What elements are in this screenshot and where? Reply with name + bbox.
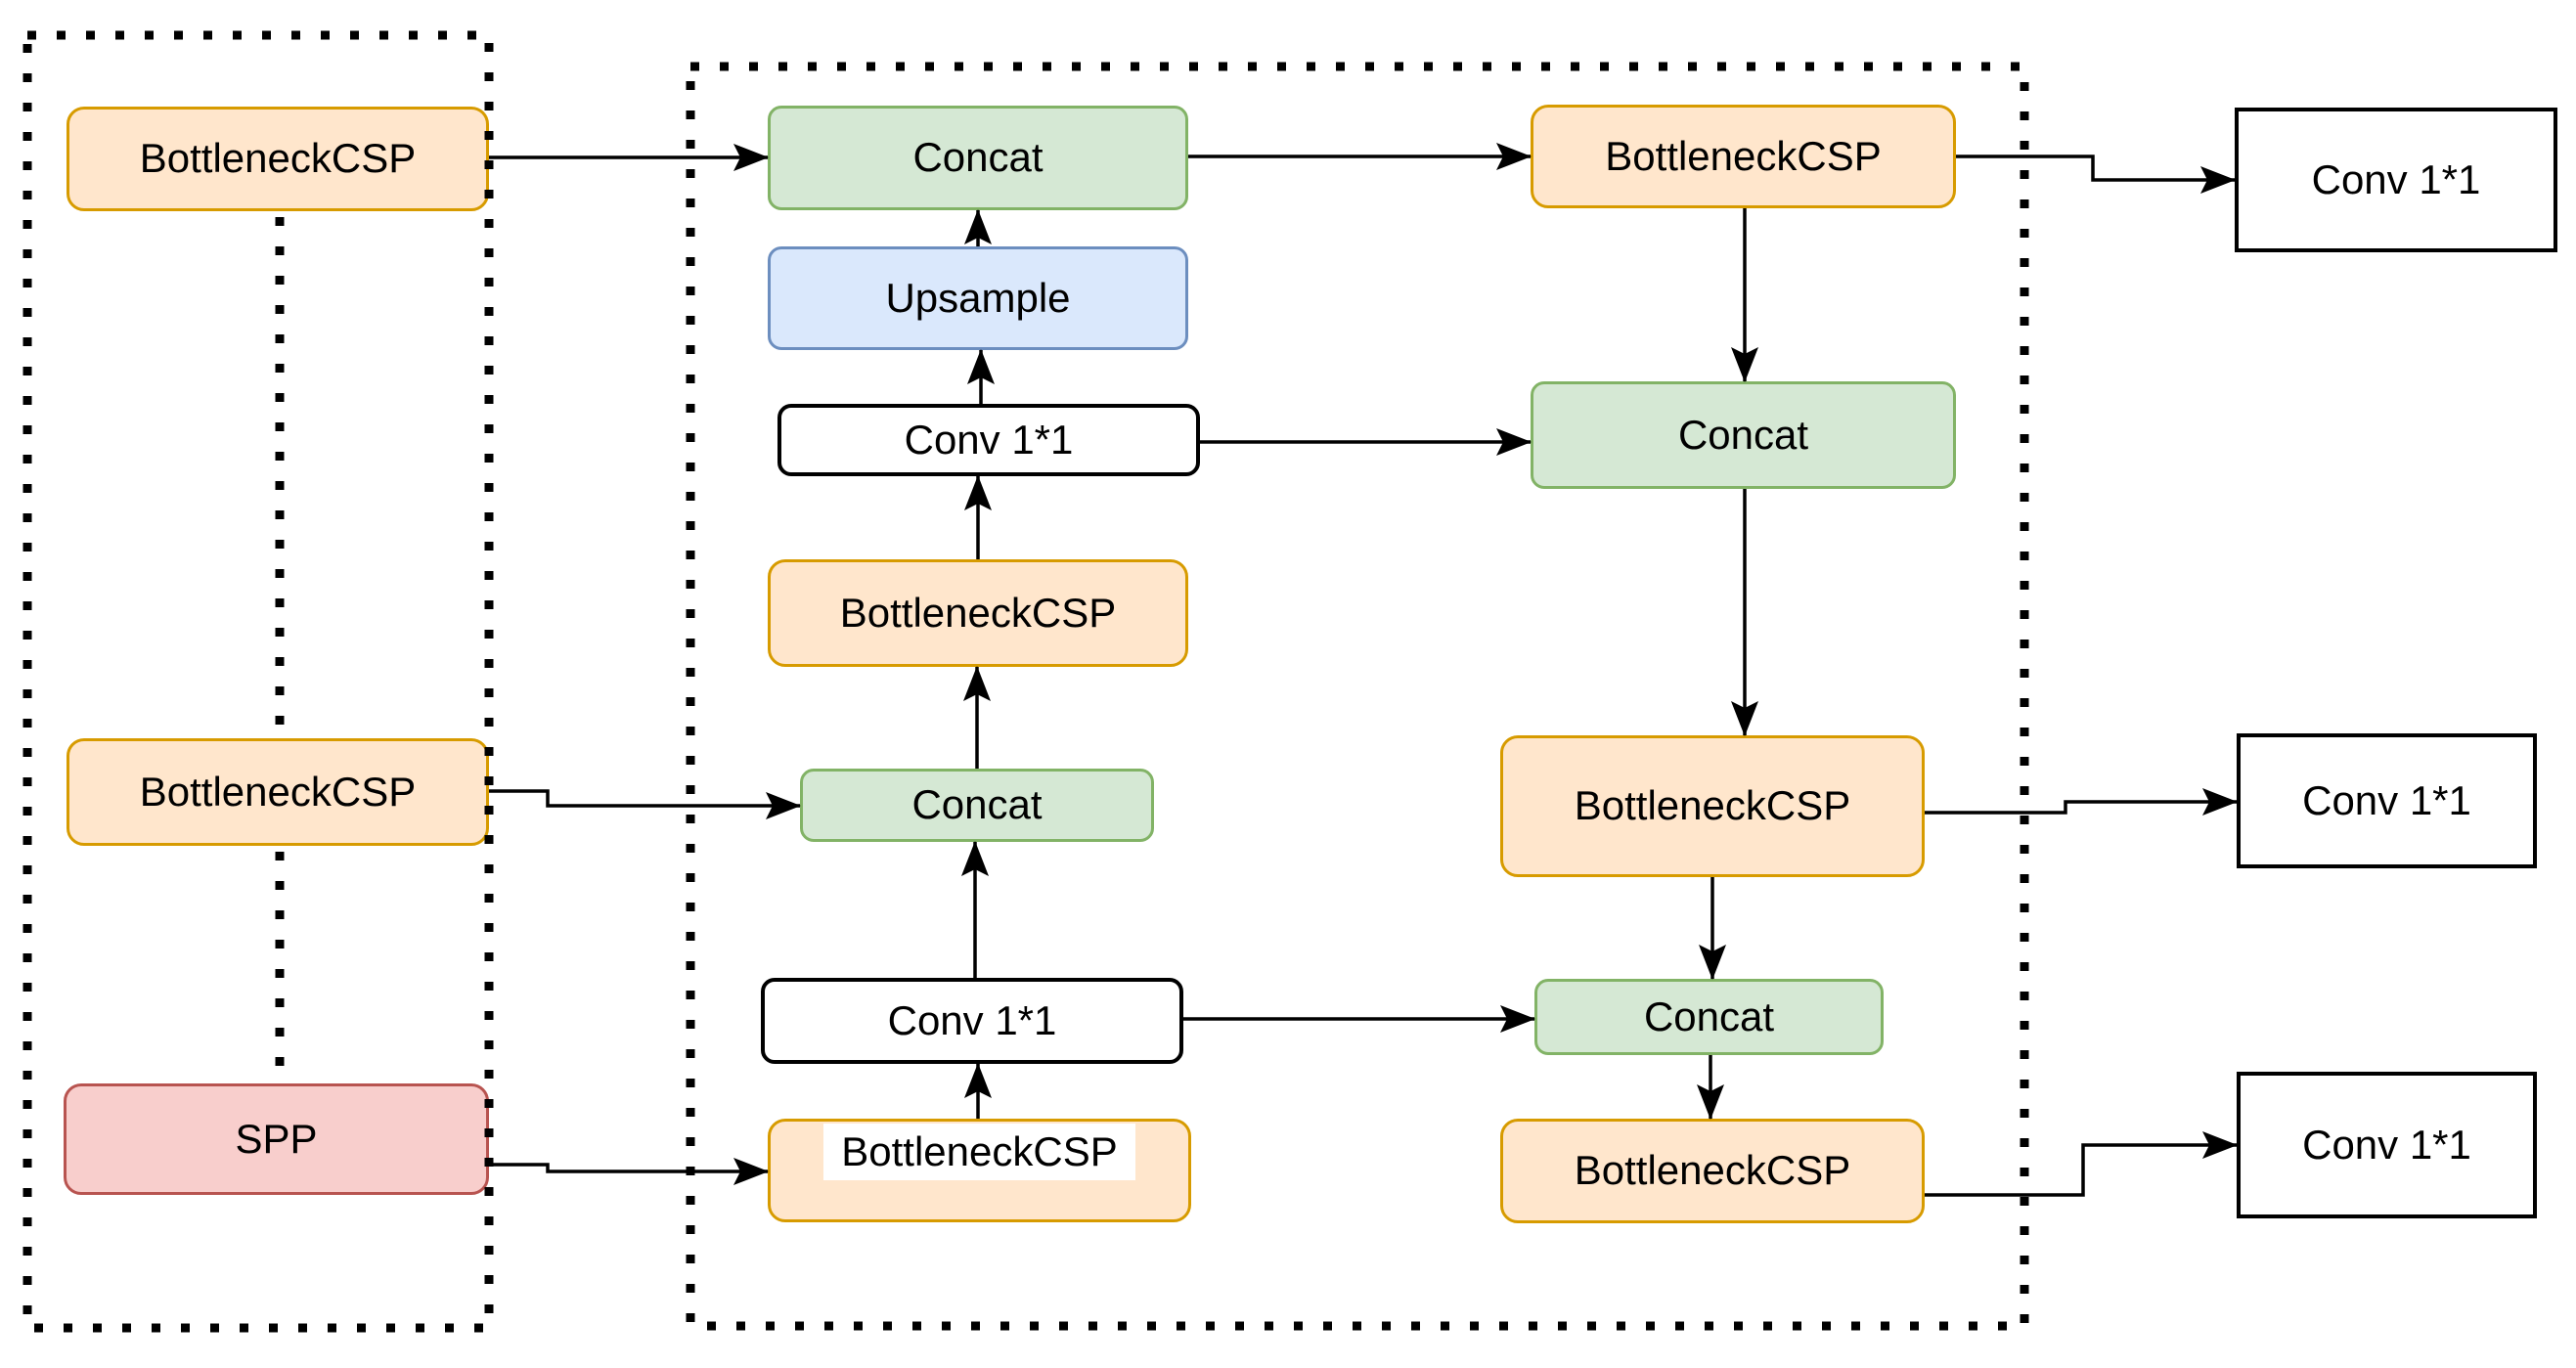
node-label: Concat: [1677, 411, 1809, 458]
output-conv1x1-bottom-node: Conv 1*1: [2237, 1072, 2537, 1218]
head-concat-bottom-node: Concat: [1534, 979, 1884, 1055]
node-label: Conv 1*1: [904, 416, 1074, 463]
node-label: Concat: [1643, 993, 1775, 1039]
node-label: BottleneckCSP: [139, 135, 417, 182]
neck-bottleneckcsp-mid-node: BottleneckCSP: [768, 559, 1188, 667]
node-label: Upsample: [885, 274, 1071, 321]
node-label: BottleneckCSP: [1605, 132, 1882, 179]
edge-head-csp-mid-to-output-mid: [1925, 788, 2238, 816]
head-bottleneckcsp-bottom-node: BottleneckCSP: [1500, 1119, 1925, 1223]
backbone-bottleneckcsp-mid-node: BottleneckCSP: [67, 738, 489, 846]
backbone-spp-node: SPP: [64, 1083, 489, 1195]
neck-conv1x1-lower-node: Conv 1*1: [761, 978, 1183, 1064]
node-label: BottleneckCSP: [839, 589, 1117, 636]
head-bottleneckcsp-top-node: BottleneckCSP: [1531, 105, 1956, 208]
neck-concat-mid-node: Concat: [800, 769, 1154, 842]
edge-head-csp-top-to-output-top: [1956, 154, 2236, 194]
node-label: Concat: [912, 134, 1044, 181]
head-bottleneckcsp-mid-node: BottleneckCSP: [1500, 735, 1925, 877]
node-label: Conv 1*1: [887, 996, 1057, 1043]
neck-conv1x1-upper-node: Conv 1*1: [777, 404, 1200, 476]
node-label: Conv 1*1: [2311, 155, 2481, 202]
node-label: Conv 1*1: [2302, 776, 2471, 823]
node-label: BottleneckCSP: [823, 1124, 1135, 1181]
edge-head-csp-bottom-to-output-bottom: [1925, 1131, 2238, 1197]
node-label: Concat: [911, 781, 1043, 828]
node-label: BottleneckCSP: [139, 768, 417, 815]
neck-upsample-node: Upsample: [768, 246, 1188, 350]
node-label: BottleneckCSP: [1574, 782, 1851, 829]
backbone-bottleneckcsp-top-node: BottleneckCSP: [67, 107, 489, 211]
output-conv1x1-mid-node: Conv 1*1: [2237, 733, 2537, 868]
edge-backbone-mid-to-concat-mid: [489, 789, 801, 819]
neck-concat-top-node: Concat: [768, 106, 1188, 210]
head-concat-top-node: Concat: [1531, 381, 1956, 489]
node-label: SPP: [235, 1115, 318, 1162]
neck-bottleneckcsp-bottom-node: BottleneckCSP: [768, 1119, 1191, 1222]
node-label: BottleneckCSP: [1574, 1147, 1851, 1194]
edge-spp-to-neck-csp-bottom: [489, 1158, 769, 1185]
output-conv1x1-top-node: Conv 1*1: [2235, 108, 2557, 252]
node-label: Conv 1*1: [2302, 1121, 2471, 1168]
